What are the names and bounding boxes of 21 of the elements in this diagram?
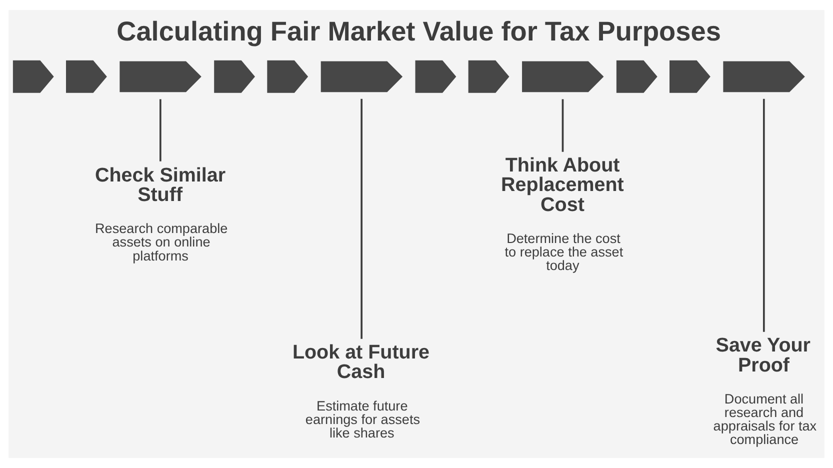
node-text: Look at Future Cash Estimate future earnings for assets like shares — [292, 341, 430, 440]
node-chevron — [415, 60, 456, 93]
node-chevron — [616, 60, 658, 93]
connector — [562, 99, 564, 152]
node-text: Save Your Proof Document all research and appraisals for tax compliance — [713, 334, 817, 448]
connector — [763, 98, 765, 332]
node-chevron — [670, 60, 710, 93]
node-text: Check Similar Stuff Research comparable assets on online platforms — [95, 164, 228, 264]
diagram-title: Calculating Fair Market Value for Tax Purposes — [116, 15, 721, 46]
node-chevron — [468, 60, 510, 93]
node-chevron — [214, 60, 256, 93]
node-chevron — [66, 60, 107, 93]
node-chevron — [320, 61, 403, 92]
node-chevron — [267, 60, 308, 93]
node-chevron — [723, 61, 805, 92]
node-chevron — [522, 61, 604, 92]
node-chevron — [12, 60, 54, 93]
connector — [159, 99, 162, 162]
connector — [360, 98, 362, 339]
node-chevron — [120, 61, 202, 92]
node-text: Think About Replacement Cost Determine the cost to replace the asset today — [501, 154, 624, 274]
